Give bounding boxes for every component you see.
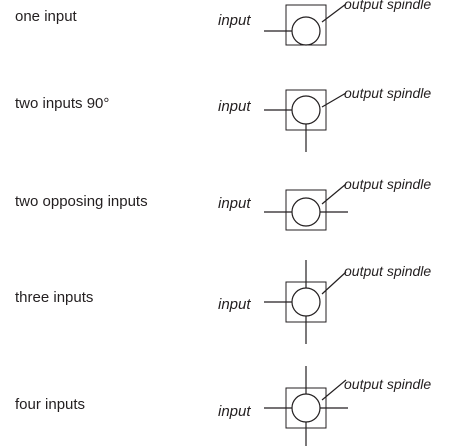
configuration-label: four inputs <box>15 396 86 413</box>
input-label: input <box>218 296 251 313</box>
output-spindle-circle <box>291 197 321 227</box>
output-leader-line <box>321 3 347 23</box>
output-spindle-circle <box>291 287 321 317</box>
output-spindle-label: output spindle <box>344 376 432 392</box>
input-shafts <box>264 366 348 446</box>
input-label: input <box>218 12 251 29</box>
input-shafts <box>264 260 307 344</box>
configuration-label: two inputs 90° <box>15 95 110 112</box>
input-shafts <box>264 109 307 152</box>
output-spindle-label: output spindle <box>344 263 432 279</box>
output-leader-line <box>321 183 347 205</box>
gearbox-glyph <box>264 260 347 344</box>
input-label: input <box>218 195 251 212</box>
gearbox-glyph <box>264 89 347 152</box>
input-label: input <box>218 98 251 115</box>
output-spindle-circle <box>291 393 321 423</box>
output-spindle-label: output spindle <box>344 85 432 101</box>
output-spindle-label: output spindle <box>344 176 432 192</box>
configuration-label: two opposing inputs <box>15 193 148 210</box>
configuration-label: three inputs <box>15 289 94 306</box>
gearbox-glyph <box>264 366 348 446</box>
output-spindle-circle <box>291 16 321 46</box>
output-spindle-label: output spindle <box>344 0 432 12</box>
output-leader-line <box>321 92 347 108</box>
gearbox-glyph <box>264 3 347 46</box>
input-label: input <box>218 403 251 420</box>
output-leader-line <box>321 379 347 401</box>
configuration-label: one input <box>15 8 77 25</box>
gearbox-glyph <box>264 183 348 231</box>
output-leader-line <box>321 271 347 295</box>
output-spindle-circle <box>291 95 321 125</box>
